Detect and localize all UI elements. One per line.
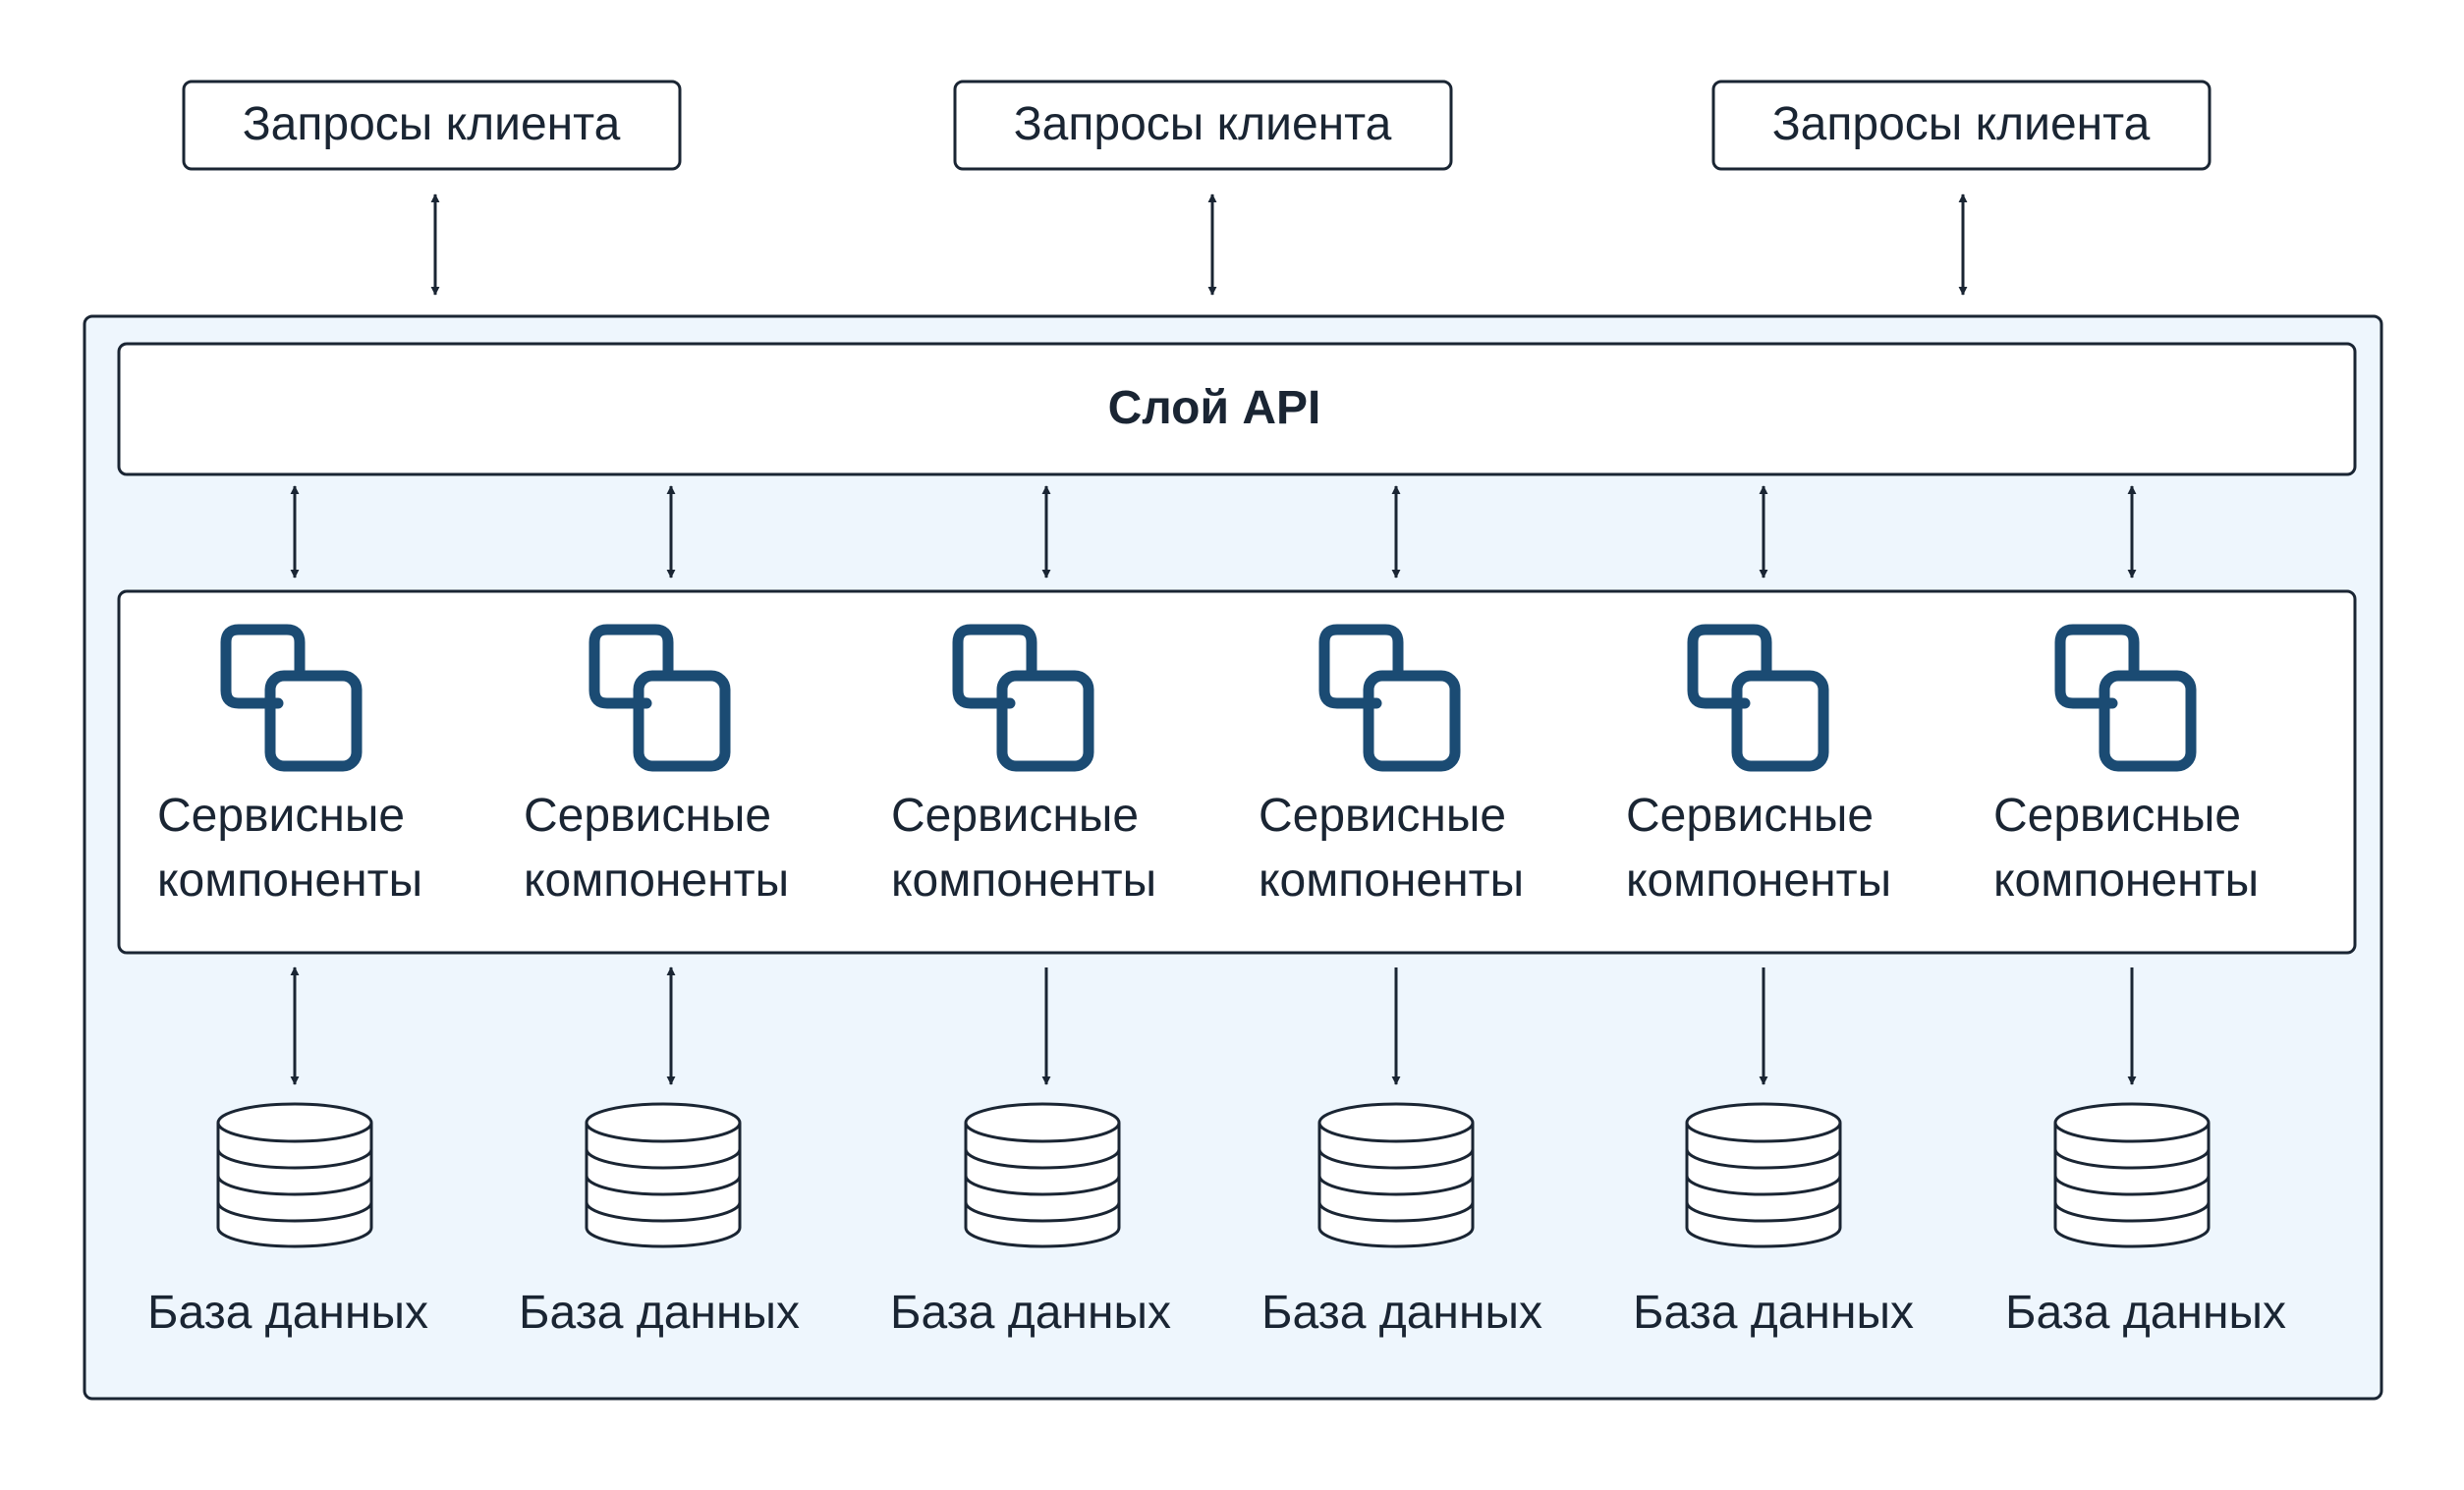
service-label-line1: Сервисные	[1993, 790, 2241, 842]
database-icon	[964, 1102, 1121, 1248]
api-layer-label: Слой API	[1108, 382, 1321, 434]
database-label: База данных	[1633, 1287, 1914, 1339]
service-label-line2: компоненты	[891, 855, 1156, 907]
service-component: Сервисные компоненты	[1259, 624, 1524, 907]
service-component: Сервисные компоненты	[891, 624, 1156, 907]
database: База данных	[519, 1102, 800, 1339]
database-label: База данных	[2005, 1287, 2286, 1339]
service-component: Сервисные компоненты	[1626, 624, 1891, 907]
database: База данных	[890, 1102, 1171, 1339]
service-component: Сервисные компоненты	[524, 624, 789, 907]
client-request-box: Запросы клиента	[182, 80, 682, 171]
database-label: База данных	[890, 1287, 1171, 1339]
service-component: Сервисные компоненты	[1993, 624, 2259, 907]
database: База данных	[1633, 1102, 1914, 1339]
copy-icon	[588, 624, 731, 772]
service-component: Сервисные компоненты	[157, 624, 422, 907]
client-request-label: Запросы клиента	[1014, 98, 1392, 150]
database: База данных	[147, 1102, 428, 1339]
database-icon	[585, 1102, 742, 1248]
service-label-line1: Сервисные	[157, 790, 405, 842]
service-label-line1: Сервисные	[524, 790, 771, 842]
copy-icon	[2054, 624, 2197, 772]
database-icon	[1317, 1102, 1475, 1248]
service-label-line2: компоненты	[524, 855, 789, 907]
client-request-label: Запросы клиента	[1772, 98, 2151, 150]
client-request-label: Запросы клиента	[243, 98, 621, 150]
service-label-line1: Сервисные	[891, 790, 1139, 842]
service-label-line1: Сервисные	[1259, 790, 1506, 842]
copy-icon	[220, 624, 363, 772]
api-layer-box: Слой API	[117, 342, 2357, 476]
database-label: База данных	[147, 1287, 428, 1339]
service-label-line1: Сервисные	[1626, 790, 1874, 842]
service-label-line2: компоненты	[1259, 855, 1524, 907]
service-components-box	[117, 589, 2357, 955]
copy-icon	[1318, 624, 1461, 772]
database: База данных	[2005, 1102, 2286, 1339]
database-icon	[216, 1102, 373, 1248]
database-icon	[2053, 1102, 2211, 1248]
service-label-line2: компоненты	[1993, 855, 2259, 907]
service-label-line2: компоненты	[157, 855, 422, 907]
service-label-line2: компоненты	[1626, 855, 1891, 907]
copy-icon	[952, 624, 1094, 772]
database-label: База данных	[519, 1287, 800, 1339]
database-icon	[1685, 1102, 1842, 1248]
database-label: База данных	[1261, 1287, 1542, 1339]
database: База данных	[1261, 1102, 1542, 1339]
client-request-box: Запросы клиента	[953, 80, 1453, 171]
copy-icon	[1687, 624, 1829, 772]
client-request-box: Запросы клиента	[1711, 80, 2212, 171]
